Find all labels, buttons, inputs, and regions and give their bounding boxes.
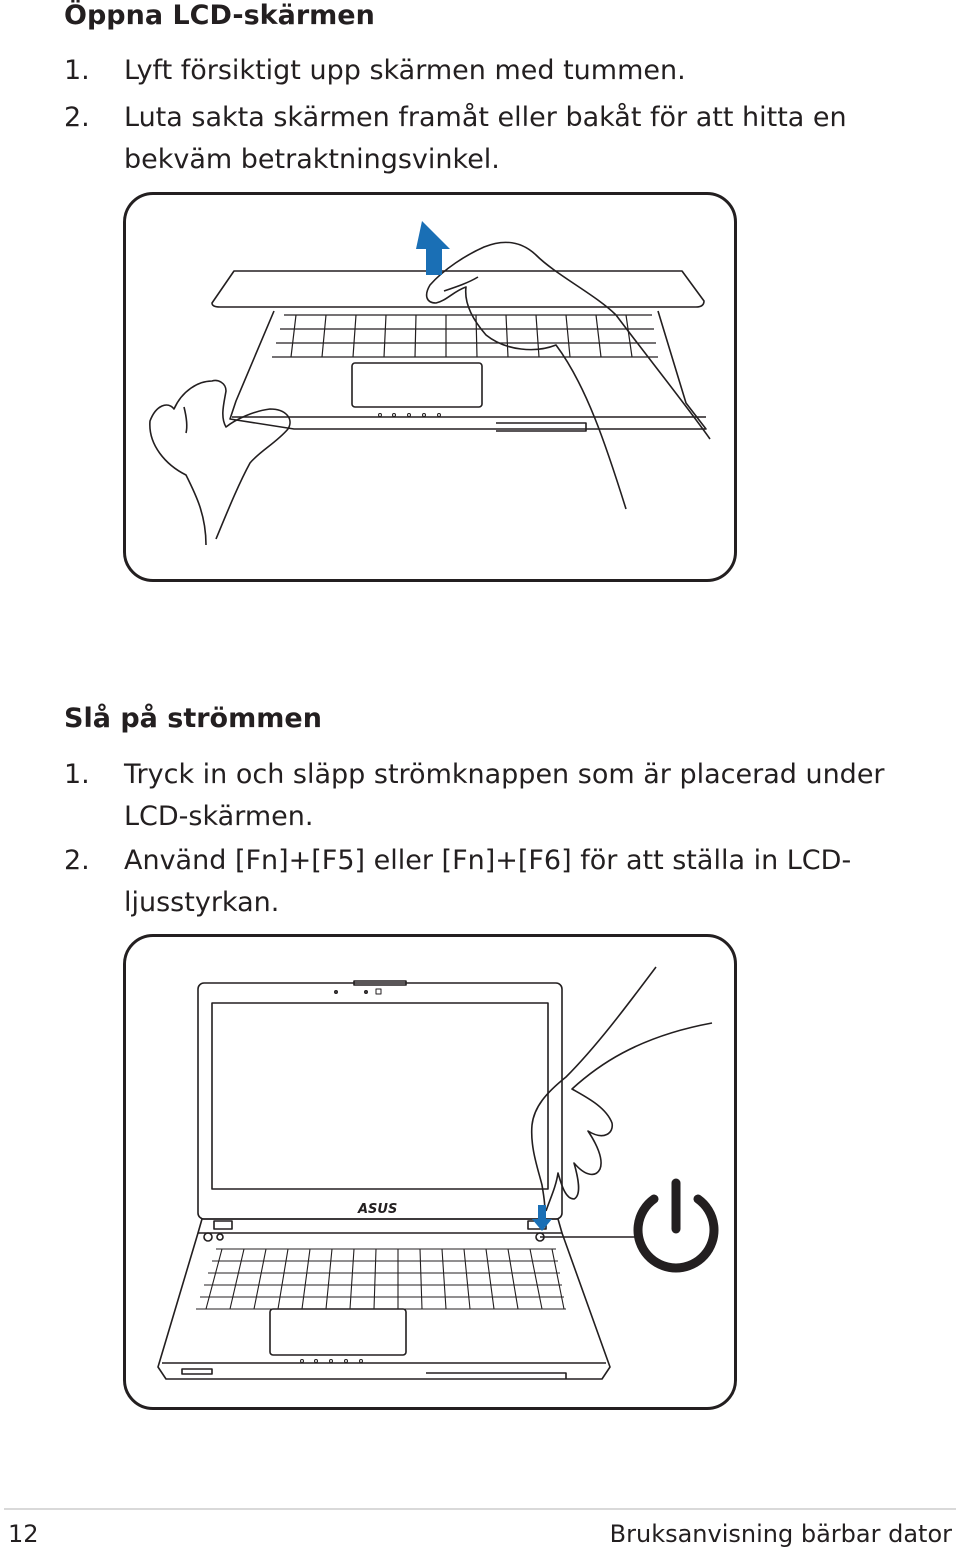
touchpad	[351, 362, 483, 408]
keyboard	[196, 1248, 566, 1310]
list-text: Lyft försiktigt upp skärmen med tummen.	[124, 55, 686, 86]
list-number: 1.	[64, 759, 90, 790]
laptop-lid	[211, 270, 705, 308]
list-number: 1.	[64, 55, 90, 86]
list-text: Använd [Fn]+[F5] eller [Fn]+[F6] för att…	[124, 845, 852, 918]
power-icon	[633, 1178, 719, 1273]
list-text: Tryck in och släpp strömknappen som är p…	[124, 759, 885, 832]
page-number: 12	[8, 1520, 39, 1548]
list-text: Luta sakta skärmen framåt eller bakåt fö…	[124, 102, 847, 175]
right-hand	[425, 241, 711, 510]
hand	[530, 966, 713, 1220]
figure-power-button: ASUS	[123, 934, 737, 1410]
touchpad	[269, 1308, 407, 1356]
laptop-display	[211, 1002, 549, 1190]
list-item: 2. Luta sakta skärmen framåt eller bakåt…	[64, 97, 944, 181]
laptop-open-illustration: ASUS	[157, 966, 719, 1380]
keyboard	[272, 314, 658, 358]
list-item: 1. Lyft försiktigt upp skärmen med tumme…	[64, 50, 944, 92]
section-heading-power-on: Slå på strömmen	[64, 703, 322, 734]
laptop-lid-illustration	[149, 221, 711, 546]
laptop-screen-bezel	[197, 982, 563, 1220]
section-heading-open-lcd: Öppna LCD-skärmen	[64, 0, 375, 31]
asus-logo: ASUS	[357, 1202, 397, 1217]
figure-open-lid	[123, 192, 737, 582]
footer-rule	[4, 1508, 956, 1510]
laptop-base	[157, 1232, 611, 1380]
arrow-down-icon	[532, 1205, 552, 1231]
arrow-up-icon	[416, 221, 450, 275]
laptop-base	[229, 310, 707, 430]
footer-title: Bruksanvisning bärbar dator	[609, 1520, 952, 1548]
list-number: 2.	[64, 845, 90, 876]
list-item: 1. Tryck in och släpp strömknappen som ä…	[64, 754, 944, 838]
list-number: 2.	[64, 102, 90, 133]
list-item: 2. Använd [Fn]+[F5] eller [Fn]+[F6] för …	[64, 840, 944, 924]
left-hand	[149, 379, 291, 546]
